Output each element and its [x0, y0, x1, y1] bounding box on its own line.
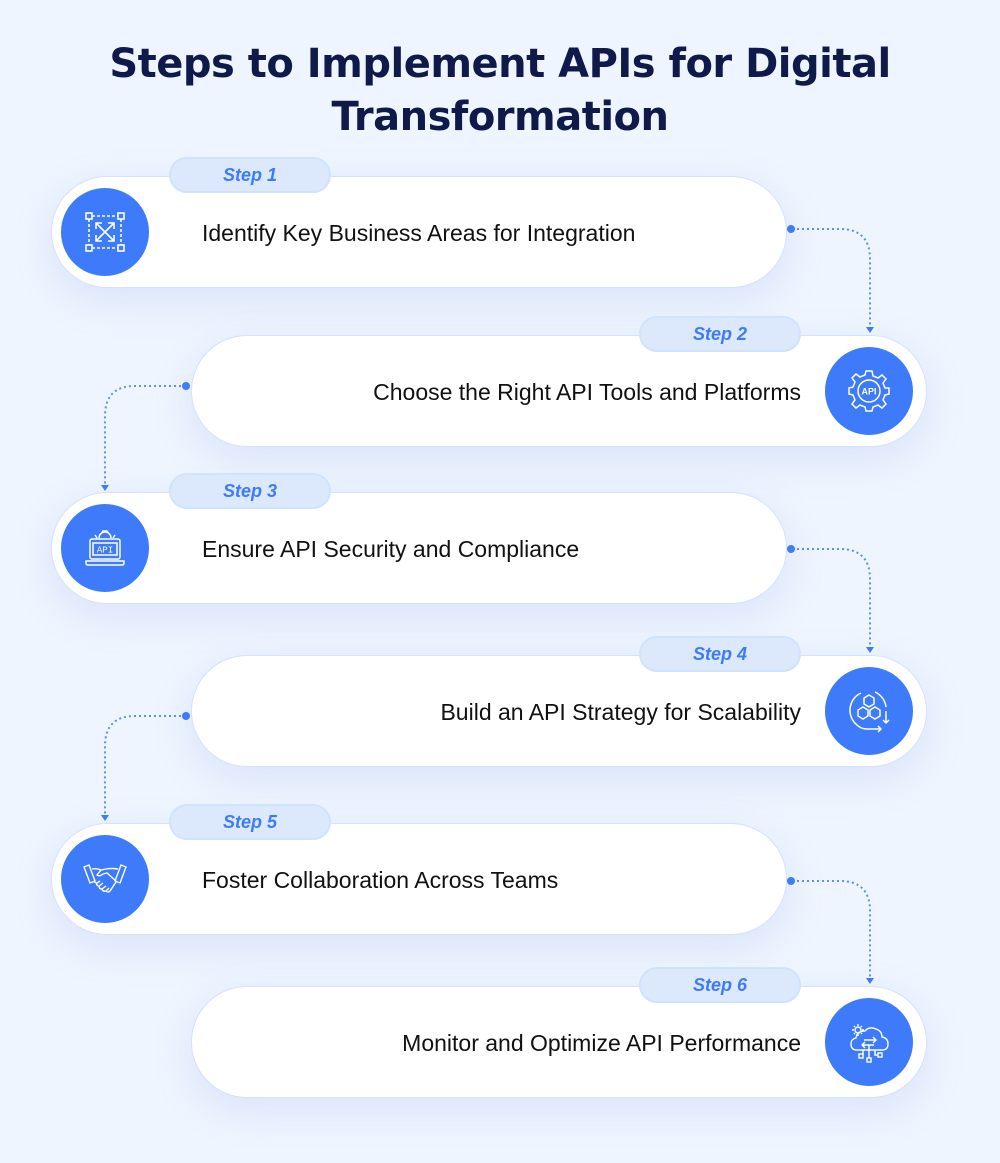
- step-text: Ensure API Security and Compliance: [202, 536, 580, 562]
- icon-badge: [825, 667, 913, 755]
- icon-badge: [61, 188, 149, 276]
- step-badge: Step 6: [639, 967, 801, 1003]
- connector-2-3: [104, 385, 186, 484]
- connector-3-4: [792, 548, 871, 646]
- api-gear-icon: API: [848, 370, 890, 412]
- step-card-4: Step 4 Build an API Strategy for Scalabi…: [191, 636, 927, 767]
- svg-text:API: API: [97, 546, 113, 556]
- page-title: Steps to Implement APIs for Digital Tran…: [0, 38, 1000, 144]
- step-badge: Step 5: [169, 804, 331, 840]
- hexagon-cycle-icon: [849, 691, 890, 733]
- connector-1-2: [792, 228, 871, 326]
- step-card-2: Step 2 Choose the Right API Tools and Pl…: [191, 316, 927, 447]
- step-card-3: Step 3 API Ensure API Security and Compl…: [51, 473, 787, 604]
- step-card-5: Step 5 Foster Collaboration Across Teams: [51, 804, 787, 935]
- svg-text:API: API: [861, 387, 876, 397]
- step-text: Identify Key Business Areas for Integrat…: [202, 220, 636, 246]
- handshake-icon: [83, 864, 127, 893]
- step-card-1: Step 1 Identify Key Business Areas for I…: [51, 157, 787, 288]
- connector-4-5: [104, 715, 186, 814]
- step-text: Choose the Right API Tools and Platforms: [373, 379, 801, 405]
- expand-arrows-icon: [85, 212, 125, 252]
- title-line-2: Transformation: [331, 94, 669, 140]
- api-laptop-icon: API: [85, 530, 125, 566]
- step-badge: Step 3: [169, 473, 331, 509]
- icon-badge: [825, 998, 913, 1086]
- step-card-6: Step 6 Monitor and Optimize API Performa…: [191, 967, 927, 1098]
- step-text: Monitor and Optimize API Performance: [402, 1030, 801, 1056]
- step-badge: Step 2: [639, 316, 801, 352]
- step-badge: Step 4: [639, 636, 801, 672]
- step-badge: Step 1: [169, 157, 331, 193]
- icon-badge: API: [61, 504, 149, 592]
- title-line-1: Steps to Implement APIs for Digital: [109, 41, 891, 87]
- connector-5-6: [792, 880, 871, 977]
- cloud-network-icon: [850, 1024, 889, 1063]
- icon-badge: [61, 835, 149, 923]
- icon-badge: API: [825, 347, 913, 435]
- step-text: Foster Collaboration Across Teams: [202, 867, 559, 893]
- step-text: Build an API Strategy for Scalability: [440, 699, 801, 725]
